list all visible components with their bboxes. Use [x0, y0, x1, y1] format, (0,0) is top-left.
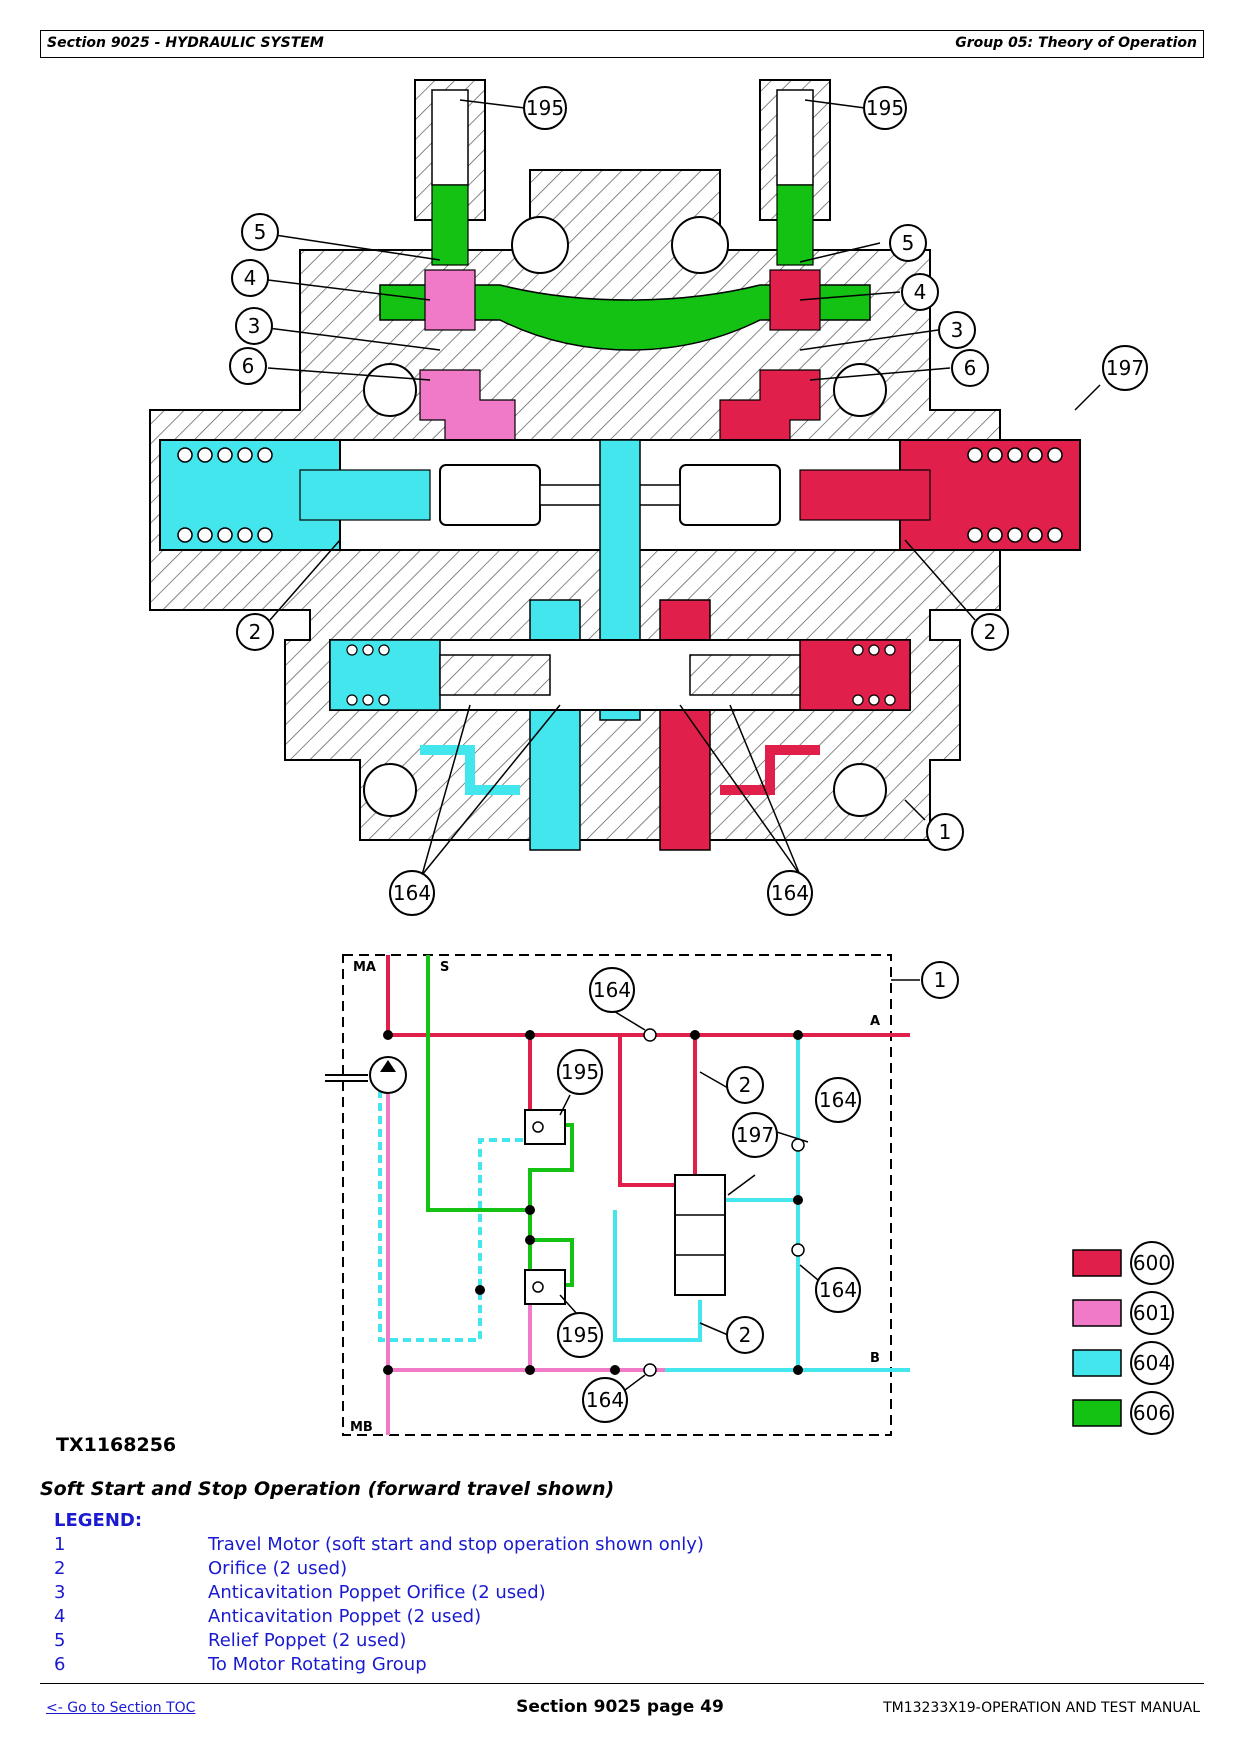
callout-164-right: 164	[767, 870, 813, 916]
legend-number: 4	[54, 1606, 66, 1627]
callout-label: 3	[248, 314, 261, 338]
section-title: Section 9025 - HYDRAULIC SYSTEM	[47, 35, 324, 51]
legend-text: Relief Poppet (2 used)	[208, 1630, 407, 1651]
green-passage	[379, 284, 871, 351]
figure-caption: Soft Start and Stop Operation (forward t…	[40, 1478, 615, 1500]
legend-number: 5	[54, 1630, 66, 1651]
callout-label: 197	[1106, 356, 1144, 380]
callout-label: 5	[254, 220, 267, 244]
legend-number: 6	[54, 1654, 66, 1675]
callout-1-cutaway: 1	[926, 813, 964, 851]
manual-title: TM13233X19-OPERATION AND TEST MANUAL	[883, 1700, 1200, 1716]
callout-label: 4	[914, 280, 927, 304]
legend-text: Orifice (2 used)	[208, 1558, 348, 1579]
swatch-606	[1072, 1399, 1122, 1427]
callout-2-right: 2	[971, 613, 1009, 651]
color-key-601: 601	[1072, 1291, 1174, 1335]
callout-1-schematic: 1	[921, 961, 959, 999]
callout-164-b: 164	[815, 1267, 861, 1313]
legend-title: LEGEND:	[54, 1510, 143, 1531]
port-mb: MB	[350, 1420, 373, 1435]
callout-164-c: 164	[582, 1377, 628, 1423]
figure-id: TX1168256	[56, 1434, 177, 1456]
callout-label: 164	[771, 881, 809, 905]
callout-164-a: 164	[589, 967, 635, 1013]
color-key-606: 606	[1072, 1391, 1174, 1435]
section-toc-link[interactable]: <- Go to Section TOC	[46, 1700, 196, 1716]
swatch-604	[1072, 1349, 1122, 1377]
spool-valve-197	[674, 1174, 726, 1296]
callout-label: 6	[964, 356, 977, 380]
callout-3-left: 3	[235, 307, 273, 345]
callout-5-left: 5	[241, 213, 279, 251]
color-key-label: 601	[1133, 1301, 1171, 1325]
callout-label: 5	[902, 231, 915, 255]
cutaway-view	[149, 79, 1081, 851]
callout-2-top: 2	[726, 1066, 764, 1104]
callout-5-right: 5	[889, 224, 927, 262]
callout-195-left: 195	[523, 86, 567, 130]
color-key-label: 606	[1133, 1401, 1171, 1425]
callout-label: 2	[739, 1073, 752, 1097]
callout-164-mid: 164	[815, 1077, 861, 1123]
callout-label: 195	[561, 1323, 599, 1347]
callout-195-top: 195	[557, 1049, 603, 1095]
color-key-label: 600	[1133, 1251, 1171, 1275]
group-title: Group 05: Theory of Operation	[955, 35, 1197, 51]
callout-label: 3	[951, 318, 964, 342]
callout-label: 164	[819, 1088, 857, 1112]
callout-label: 195	[866, 96, 904, 120]
legend-text: To Motor Rotating Group	[208, 1654, 427, 1675]
callout-197: 197	[1102, 345, 1148, 391]
color-key-600: 600	[1072, 1241, 1174, 1285]
hydraulic-schematic: MA S MB A B	[325, 954, 920, 1436]
callout-3-right: 3	[938, 311, 976, 349]
port-a: A	[870, 1014, 880, 1029]
callout-label: 164	[393, 881, 431, 905]
callout-label: 2	[249, 620, 262, 644]
callout-label: 4	[244, 266, 257, 290]
legend-number: 3	[54, 1582, 66, 1603]
callout-label: 164	[819, 1278, 857, 1302]
swatch-600	[1072, 1249, 1122, 1277]
port-s: S	[440, 960, 449, 975]
callout-6-left: 6	[229, 347, 267, 385]
callout-label: 164	[586, 1388, 624, 1412]
travel-motor-figure: 195 195 5 5 4 4 3 3 6 6 197 2 2 1 164 16…	[149, 79, 1174, 1436]
callout-4-right: 4	[901, 273, 939, 311]
callout-164-left: 164	[389, 870, 435, 916]
callout-195-right: 195	[863, 86, 907, 130]
callout-label: 1	[939, 820, 952, 844]
color-key-604: 604	[1072, 1341, 1174, 1385]
callout-label: 6	[242, 354, 255, 378]
legend-number: 1	[54, 1534, 66, 1555]
schematic-callouts: 1 164 2 164 195 197 195 164 2 164	[557, 961, 959, 1423]
legend-number: 2	[54, 1558, 66, 1579]
callout-2-bottom: 2	[726, 1316, 764, 1354]
legend-text: Anticavitation Poppet Orifice (2 used)	[208, 1582, 546, 1603]
callout-195-bottom: 195	[557, 1312, 603, 1358]
page-header: Section 9025 - HYDRAULIC SYSTEM Group 05…	[40, 30, 1204, 58]
callout-label: 164	[593, 978, 631, 1002]
callout-2-left: 2	[236, 613, 274, 651]
port-b: B	[870, 1351, 880, 1366]
color-key: 600 601 604 606	[1072, 1241, 1174, 1435]
cutaway-callouts	[267, 99, 1101, 876]
swatch-601	[1072, 1299, 1122, 1327]
callout-label: 197	[736, 1123, 774, 1147]
color-key-label: 604	[1133, 1351, 1171, 1375]
footer-divider	[40, 1683, 1204, 1684]
legend-text: Anticavitation Poppet (2 used)	[208, 1606, 482, 1627]
callout-4-left: 4	[231, 259, 269, 297]
callout-label: 2	[984, 620, 997, 644]
callout-label: 195	[526, 96, 564, 120]
callout-197-schematic: 197	[732, 1112, 778, 1158]
port-ma: MA	[353, 960, 376, 975]
page-number: Section 9025 page 49	[516, 1697, 724, 1717]
callout-label: 2	[739, 1323, 752, 1347]
callout-label: 195	[561, 1060, 599, 1084]
callout-label: 1	[934, 968, 947, 992]
callout-6-right: 6	[951, 349, 989, 387]
legend-text: Travel Motor (soft start and stop operat…	[208, 1534, 704, 1555]
